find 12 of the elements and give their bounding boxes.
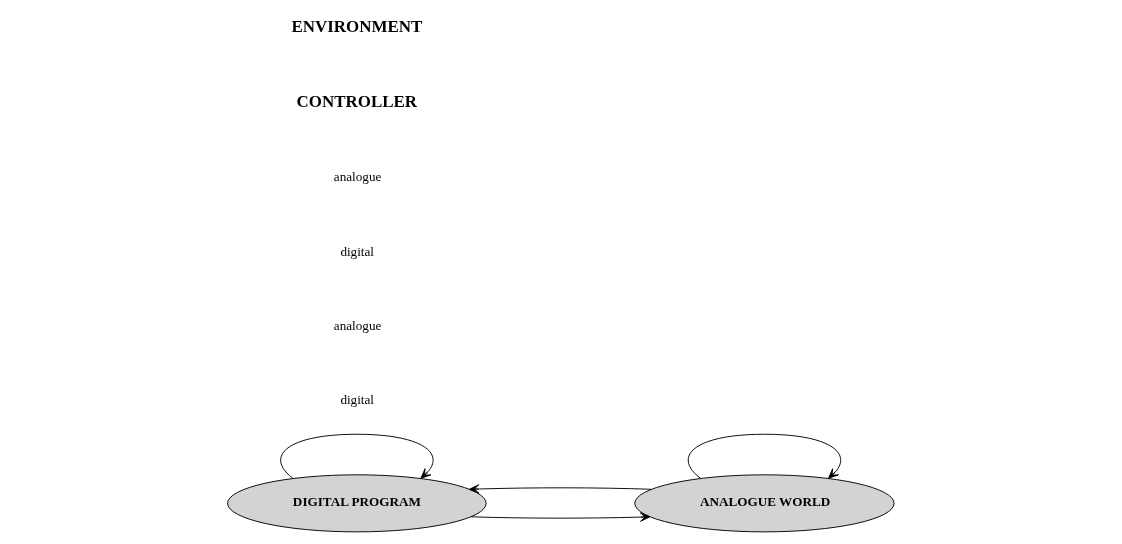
label: ENVIRONMENT <box>291 17 423 37</box>
arrow <box>687 433 841 479</box>
arrow <box>470 512 651 522</box>
label: digital <box>340 392 375 408</box>
node-ellipse: DIGITAL PROGRAM <box>227 474 487 533</box>
label: digital <box>340 243 375 259</box>
arrow <box>469 484 652 494</box>
node-ellipse: ANALOGUE WORLD <box>634 474 895 533</box>
label: analogue <box>333 169 382 185</box>
label: CONTROLLER <box>296 91 418 111</box>
arrow <box>280 433 434 479</box>
label: analogue <box>333 317 382 333</box>
